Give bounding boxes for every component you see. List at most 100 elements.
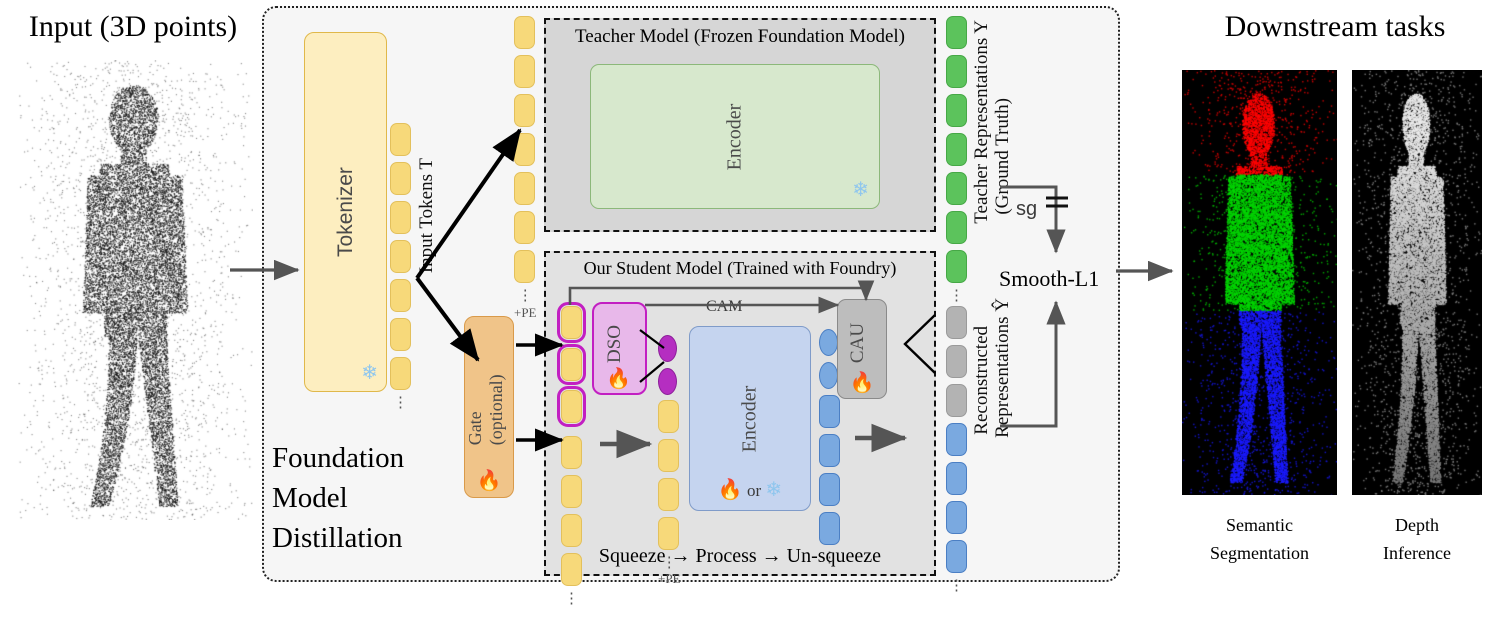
teacher-encoder-label: Encoder [724,103,747,170]
student-encoder-block[interactable]: Encoder 🔥 or ❄ [689,326,811,511]
gate-block[interactable]: Gate (optional) 🔥 [464,316,514,498]
foundation-model-distillation-title: Foundation Model Distillation [272,438,452,558]
input-point-cloud-image [18,60,253,520]
teacher-representations-label-2: (Ground Truth) [992,98,1014,215]
token [561,436,582,469]
token [514,55,535,88]
segmentation-caption-line1: Semantic [1182,512,1337,540]
positional-encoding-label: +PE [514,305,537,321]
token [514,16,535,49]
encoder-or-label: or [747,481,761,500]
encoder-state-row: 🔥 or ❄ [718,477,782,502]
segmentation-caption-line2: Segmentation [1182,540,1337,568]
token [946,306,967,339]
token [819,329,838,356]
token [390,279,411,312]
fire-icon: 🔥 [718,479,743,501]
smooth-l1-loss-label: Smooth-L1 [999,266,1099,292]
student-model-title: Our Student Model (Trained with Foundry) [546,258,934,279]
positional-encoding-label: +PE [658,571,681,587]
token [514,211,535,244]
snowflake-icon: ❄ [852,177,869,202]
token [819,434,840,467]
token [514,172,535,205]
token [946,250,967,283]
dso-summary-tokens [658,335,677,401]
teacher-model-title: Teacher Model (Frozen Foundation Model) [546,26,934,48]
depth-caption: Depth Inference [1352,512,1482,568]
token [658,439,679,472]
token-selected [561,390,582,423]
squeeze-process-unsqueeze-label: Squeeze → Process → Un-squeeze [546,545,934,568]
token [561,475,582,508]
token [946,16,967,49]
token [946,540,967,573]
snowflake-icon: ❄ [361,360,378,385]
teacher-representations-label-1: Teacher Representations Y [971,20,993,224]
token [390,162,411,195]
token [514,133,535,166]
token [514,94,535,127]
token [819,473,840,506]
token [390,357,411,390]
segmentation-caption: Semantic Segmentation [1182,512,1337,568]
token [561,514,582,547]
foundation-model-distillation-panel: Tokenizer ❄ ⋮ Input Tokens T ⋮ +PE Teach… [262,6,1120,582]
fire-icon: 🔥 [850,370,875,395]
cau-block[interactable]: CAU 🔥 [837,299,887,399]
token-selected [561,348,582,381]
token [946,55,967,88]
segmentation-thumbnail [1182,70,1337,495]
ellipsis: ⋮ [390,396,411,411]
reconstructed-label-1: Reconstructed [971,326,993,435]
token [819,362,838,389]
input-tokens-label: Input Tokens T [416,158,438,273]
student-model-box: Our Student Model (Trained with Foundry)… [544,251,936,576]
tokenizer-block[interactable]: Tokenizer ❄ [304,32,387,392]
reconstructed-representations-column: ⋮ [946,306,967,594]
snowflake-icon: ❄ [765,479,782,501]
token [946,384,967,417]
teacher-encoder-block[interactable]: Encoder ❄ [590,64,880,209]
teacher-model-box: Teacher Model (Frozen Foundation Model) … [544,18,936,232]
token-selected [561,306,582,339]
token [390,201,411,234]
depth-thumbnail [1352,70,1482,495]
ellipsis: ⋮ [561,592,582,607]
token [658,335,677,362]
token [390,240,411,273]
tokenizer-label: Tokenizer [334,167,358,257]
token [658,368,677,395]
ellipsis: ⋮ [946,289,967,304]
token [514,250,535,283]
token [946,423,967,456]
reconstructed-label-2: Representations Ŷ [992,298,1014,438]
teacher-representations-column: ⋮ [946,16,967,304]
token [946,172,967,205]
input-title: Input (3D points) [8,10,258,44]
token [390,318,411,351]
token [390,123,411,156]
cam-label: CAM [706,298,742,316]
fmd-line-2: Model [272,478,452,518]
teacher-input-tokens-column: ⋮ +PE [514,16,537,321]
depth-caption-line2: Inference [1352,540,1482,568]
token [946,133,967,166]
token [946,462,967,495]
token [946,94,967,127]
fmd-line-3: Distillation [272,518,452,558]
token [946,211,967,244]
dso-label: DSO [604,325,626,363]
fire-icon: 🔥 [606,366,631,391]
ellipsis: ⋮ [514,289,537,304]
dso-block[interactable]: DSO 🔥 [592,302,647,395]
ellipsis: ⋮ [946,579,967,594]
input-tokens-column: ⋮ [390,123,411,411]
stop-gradient-label: sg [1016,198,1037,221]
token [819,395,840,428]
gate-label: Gate (optional) [465,343,507,446]
fire-icon: 🔥 [477,468,502,493]
student-encoder-label: Encoder [739,385,762,452]
depth-caption-line1: Depth [1352,512,1482,540]
cau-label: CAU [847,323,869,363]
